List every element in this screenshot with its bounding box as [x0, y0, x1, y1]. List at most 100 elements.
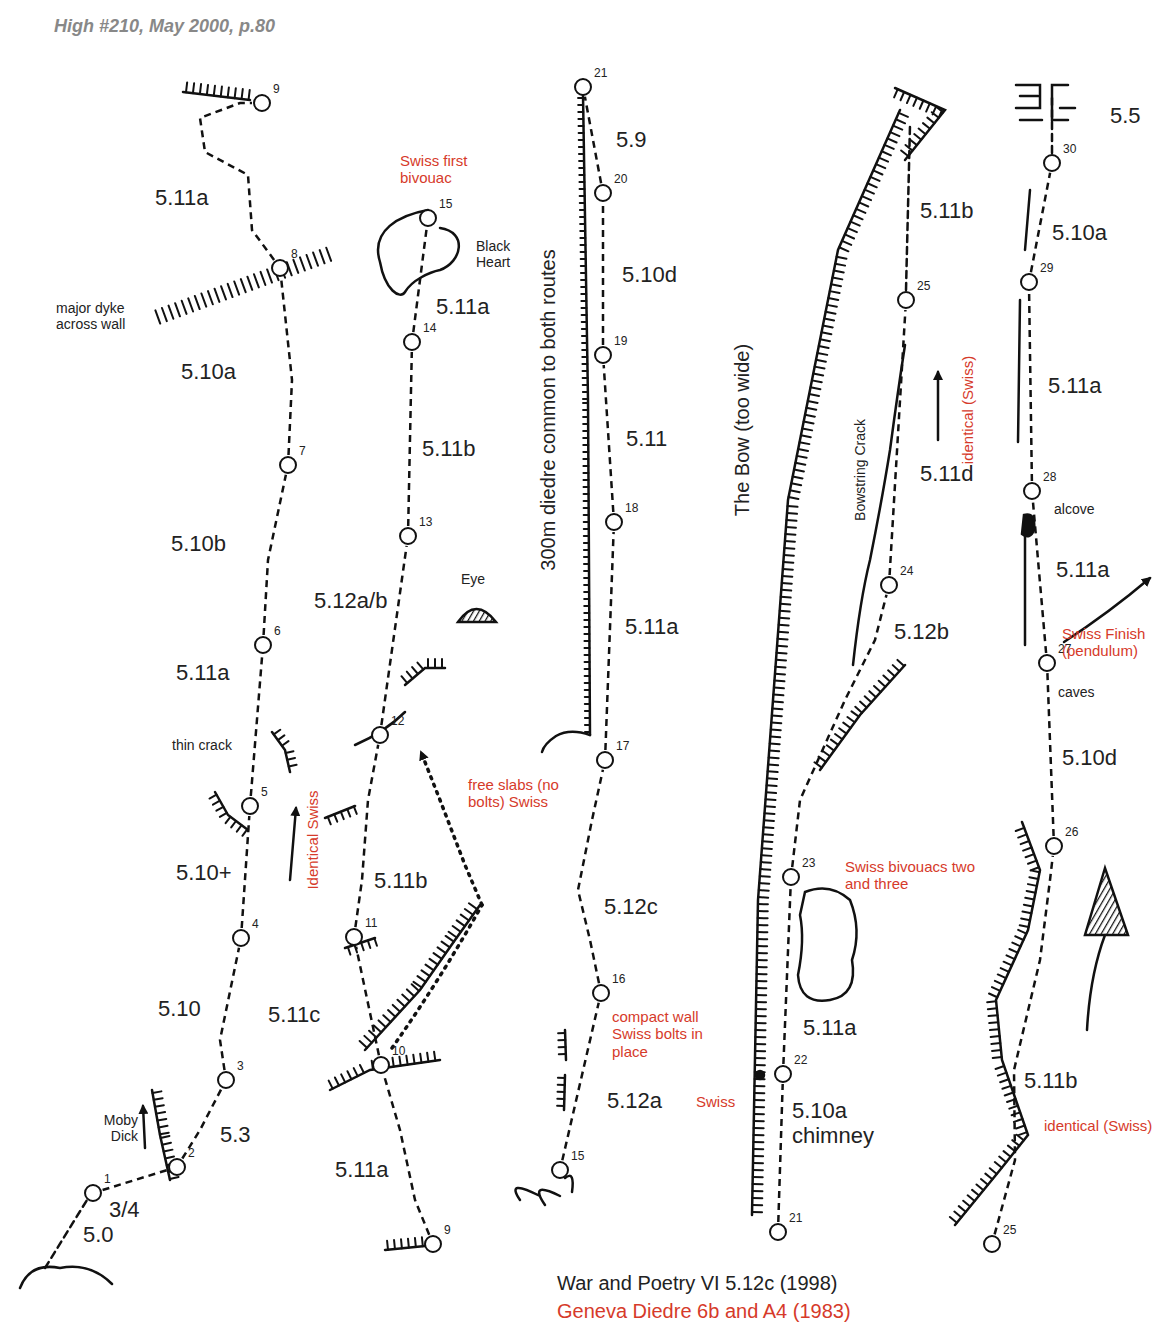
pitch-line: [1033, 501, 1046, 653]
annotation: identical (Swiss): [959, 356, 976, 464]
hatching: [752, 113, 908, 1212]
pitch-line: [281, 278, 292, 455]
belay-station: 6: [254, 636, 272, 654]
hatching: [360, 903, 477, 1048]
hatching: [557, 1078, 565, 1106]
pitch-line: [103, 1170, 168, 1190]
station-number: 8: [291, 247, 298, 261]
pitch-line: [242, 816, 250, 928]
station-number: 19: [614, 334, 627, 348]
pitch-line: [1047, 673, 1053, 836]
belay-station: 12: [371, 726, 389, 744]
rock-edge: [820, 665, 905, 770]
pitch-grade: 5.10a: [181, 359, 236, 384]
belay-station: 20: [594, 184, 612, 202]
pitch-grade: 5.11a: [803, 1015, 856, 1040]
pitch-grade: 5.12b: [894, 619, 949, 644]
station-number: 1: [104, 1172, 111, 1186]
station-number: 10: [392, 1044, 405, 1058]
belay-station: 25: [897, 291, 915, 309]
pitch-line: [220, 948, 239, 1070]
pitch-grade: 5.10d: [622, 262, 677, 287]
belay-station: 19: [594, 346, 612, 364]
annotation: War and Poetry VI 5.12c (1998): [557, 1272, 838, 1295]
station-number: 28: [1043, 470, 1056, 484]
station-number: 15: [571, 1149, 584, 1163]
station-number: 11: [365, 916, 377, 930]
pitch-line: [408, 352, 412, 526]
station-number: 29: [1040, 261, 1053, 275]
station-number: 21: [789, 1211, 802, 1225]
pitch-grade: 5.11a: [1048, 373, 1101, 398]
pitch-grade: 5.11b: [422, 436, 475, 461]
hatching: [155, 248, 331, 324]
belay-station: 14: [403, 333, 421, 351]
station-number: 21: [594, 66, 607, 80]
hatching: [329, 1052, 436, 1089]
pitch-line: [792, 595, 886, 867]
station-number: 12: [391, 714, 404, 728]
pitch-grade: 5.10b: [171, 531, 226, 556]
station-number: 20: [614, 172, 627, 186]
hatching: [578, 98, 590, 732]
annotation: alcove: [1054, 501, 1094, 517]
belay-station: 1: [84, 1184, 102, 1202]
station-number: 26: [1065, 825, 1078, 839]
pitch-line: [1029, 292, 1032, 481]
belay-station: 23: [782, 868, 800, 886]
belay-station: 21: [574, 78, 592, 96]
belay-station: 8: [271, 259, 289, 277]
pitch-line: [384, 1075, 429, 1235]
rock-edge: [583, 95, 590, 735]
belay-station: 9: [424, 1235, 442, 1253]
station-number: 6: [274, 624, 281, 638]
pitch-line: [783, 887, 790, 1064]
annotation: thin crack: [172, 737, 232, 753]
annotation: Black Heart: [476, 238, 524, 270]
annotation: Swiss first bivouac: [400, 152, 492, 187]
belay-station: 28: [1023, 482, 1041, 500]
annotation: caves: [1058, 684, 1095, 700]
pitch-line: [578, 770, 603, 983]
pitch-line: [995, 856, 1053, 1235]
annotation: Moby Dick: [90, 1112, 138, 1144]
annotation: Eye: [461, 571, 485, 587]
station-number: 17: [616, 739, 629, 753]
rock-edge: [365, 905, 480, 1050]
pitch-line: [200, 103, 274, 260]
belay-station: 11: [345, 928, 363, 946]
annotation: free slabs (no bolts) Swiss: [468, 776, 568, 811]
annotation: 300m diedre common to both routes: [537, 249, 560, 570]
pitch-grade: 5.3: [220, 1122, 251, 1147]
hatching: [950, 828, 1040, 1223]
belay-station: 18: [605, 513, 623, 531]
annotation: Swiss bivouacs two and three: [845, 858, 980, 893]
annotation: Swiss Finish (pendulum): [1062, 625, 1168, 660]
belay-station: 3: [217, 1071, 235, 1089]
pitch-grade: 5.12a/b: [314, 588, 387, 613]
pitch-line: [413, 228, 426, 332]
station-number: 30: [1063, 142, 1076, 156]
station-number: 2: [188, 1146, 195, 1160]
pitch-grade: 5.11a: [155, 185, 208, 210]
pitch-grade: 5.10: [158, 996, 201, 1021]
station-number: 4: [252, 917, 259, 931]
pitch-line: [264, 475, 286, 635]
pitch-line: [381, 546, 406, 725]
station-number: 24: [900, 564, 913, 578]
pitch-line: [604, 365, 614, 512]
pitch-grade: 5.10d: [1062, 745, 1117, 770]
pitch-grade: 5.11a: [335, 1157, 388, 1182]
annotation: identical (Swiss): [1044, 1117, 1152, 1134]
pitch-grade: 5.11b: [374, 868, 427, 893]
hatching: [894, 89, 943, 156]
hatching: [328, 806, 357, 824]
rock-edge: [752, 110, 900, 1215]
pitch-line: [605, 532, 613, 750]
belay-station: 5: [241, 797, 259, 815]
annotation: 5.11b: [920, 198, 973, 223]
station-number: 22: [794, 1053, 807, 1067]
pitch-line: [778, 1084, 782, 1222]
belay-station: 21: [769, 1223, 787, 1241]
belay-station: 22: [774, 1065, 792, 1083]
